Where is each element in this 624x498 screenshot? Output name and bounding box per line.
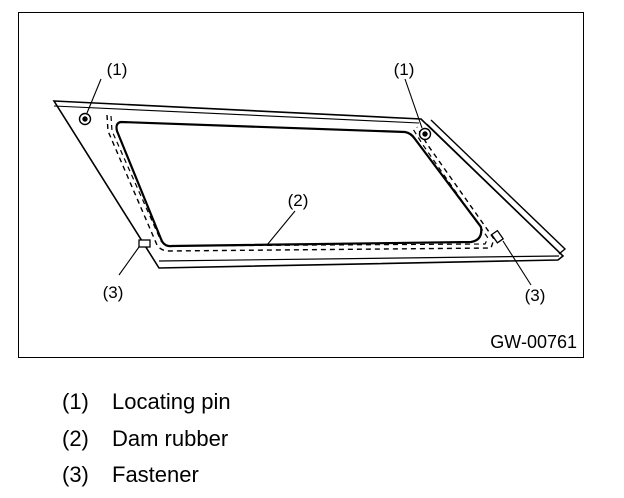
- callout-fastener-right: (3): [525, 286, 546, 305]
- callout-fastener-left: (3): [103, 283, 124, 302]
- leader-line-pin-left: [86, 78, 102, 114]
- leader-line-fastener-right: [502, 240, 532, 286]
- locating-pin-left: [78, 112, 92, 126]
- legend: (1) Locating pin (2) Dam rubber (3) Fast…: [62, 384, 231, 494]
- legend-number: (1): [62, 389, 89, 415]
- right-trim-strip: [430, 119, 567, 255]
- figure-frame: (1) (1) (2) (3) (3) GW-00761: [18, 12, 584, 358]
- legend-number: (2): [62, 425, 89, 451]
- callout-dam-rubber: (2): [288, 191, 309, 210]
- callout-pin-right: (1): [394, 60, 415, 79]
- glass-top-edge: [53, 105, 420, 124]
- legend-number: (3): [62, 462, 89, 488]
- fastener-left: [138, 239, 151, 248]
- leader-line-fastener-left: [118, 246, 140, 276]
- legend-item-fastener: (3) Fastener: [62, 457, 231, 494]
- locating-pin-right: [418, 127, 432, 141]
- right-trim-inner: [426, 123, 558, 251]
- quarter-window-diagram: (1) (1) (2) (3) (3) GW-00761: [52, 60, 577, 352]
- callout-pin-left: (1): [107, 60, 128, 79]
- legend-item-locating-pin: (1) Locating pin: [62, 384, 231, 421]
- figure-code: GW-00761: [490, 332, 577, 352]
- leader-line-dam-rubber: [266, 210, 296, 246]
- dam-rubber-outer: [106, 114, 495, 252]
- legend-label: Locating pin: [112, 389, 231, 415]
- leader-line-pin-right: [404, 78, 423, 129]
- legend-label: Dam rubber: [112, 425, 229, 451]
- bottom-molding: [158, 255, 560, 262]
- dam-rubber-inner: [110, 115, 489, 247]
- legend-item-dam-rubber: (2) Dam rubber: [62, 421, 231, 458]
- legend-label: Fastener: [112, 462, 199, 488]
- fastener-right: [490, 229, 505, 244]
- window-opening: [115, 120, 483, 248]
